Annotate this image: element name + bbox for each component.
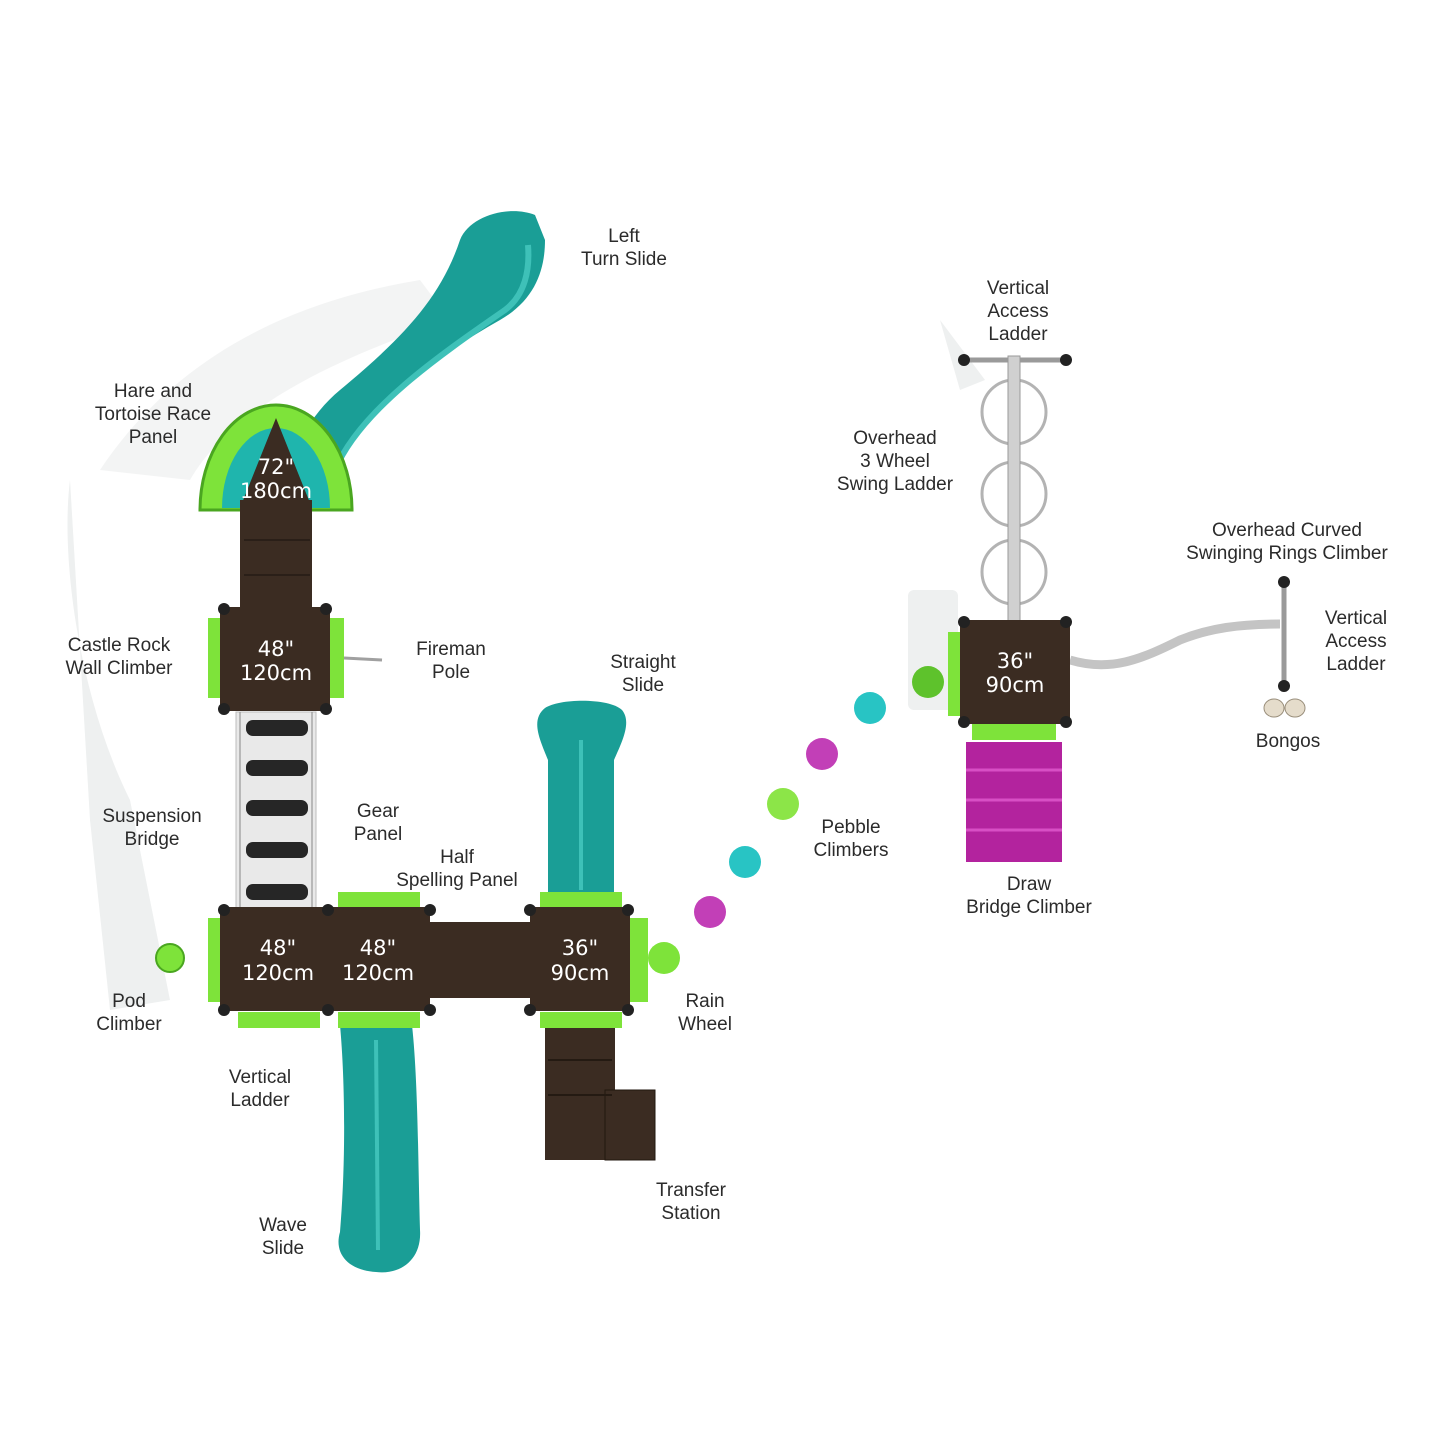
deck-right-height-cm: 90cm [986, 673, 1045, 697]
suspension-bridge [235, 711, 317, 909]
upper-deck-48: 48" 120cm [208, 603, 383, 715]
deck-top-height-in: 72" [258, 455, 294, 479]
lower-deck-row: 48" 120cm 48" 120cm 36" 90cm [155, 892, 680, 1028]
deck-lower-right-height-cm: 90cm [551, 961, 610, 985]
deck-lower-left-height-cm: 120cm [242, 961, 314, 985]
left-turn-slide [285, 211, 545, 500]
label-bongos: Bongos [1255, 731, 1321, 752]
label-vertical-access-ladder-right: Vertical Access Ladder [1324, 608, 1388, 675]
deck-top-height-cm: 180cm [240, 479, 312, 503]
transfer-station [545, 1025, 656, 1161]
deck-lower-mid-height-in: 48" [360, 936, 396, 960]
deck-upper-height-cm: 120cm [240, 661, 312, 685]
label-fireman-pole: Fireman Pole [416, 639, 486, 683]
label-wave-slide: Wave Slide [259, 1215, 307, 1259]
deck-lower-mid-height-cm: 120cm [342, 961, 414, 985]
label-left-turn-slide: Left Turn Slide [581, 226, 667, 270]
label-pod-climber: Pod Climber [96, 991, 162, 1035]
wave-slide [338, 1025, 421, 1273]
pebble-climbers [694, 666, 944, 928]
label-hare-tortoise-panel: Hare and Tortoise Race Panel [94, 381, 212, 448]
deck-lower-left-height-in: 48" [260, 936, 296, 960]
right-tower: 36" 90cm [948, 354, 1306, 862]
deck-right-height-in: 36" [997, 649, 1033, 673]
label-rain-wheel: Rain Wheel [678, 991, 732, 1035]
straight-slide [537, 700, 627, 900]
deck-lower-right-height-in: 36" [562, 936, 598, 960]
draw-bridge-climber [966, 742, 1062, 862]
label-straight-slide: Straight Slide [610, 652, 676, 696]
label-suspension-bridge: Suspension Bridge [102, 806, 202, 850]
top-deck-72: 72" 180cm [198, 403, 354, 610]
label-pebble-climbers: Pebble Climbers [813, 817, 889, 861]
label-gear-panel: Gear Panel [353, 801, 403, 845]
label-castle-rock-wall-climber: Castle Rock Wall Climber [65, 635, 173, 679]
deck-upper-height-in: 48" [258, 637, 294, 661]
label-overhead-rings-climber: Overhead Curved Swinging Rings Climber [1186, 520, 1388, 564]
label-transfer-station: Transfer Station [655, 1180, 727, 1224]
bongos-drums [1263, 698, 1306, 718]
label-vertical-ladder: Vertical Ladder [228, 1067, 292, 1111]
label-half-spelling-panel: Half Spelling Panel [396, 847, 518, 891]
label-draw-bridge-climber: Draw Bridge Climber [966, 874, 1092, 918]
label-overhead-swing-ladder: Overhead 3 Wheel Swing Ladder [836, 428, 954, 495]
label-vertical-access-ladder-top: Vertical Access Ladder [986, 278, 1050, 345]
